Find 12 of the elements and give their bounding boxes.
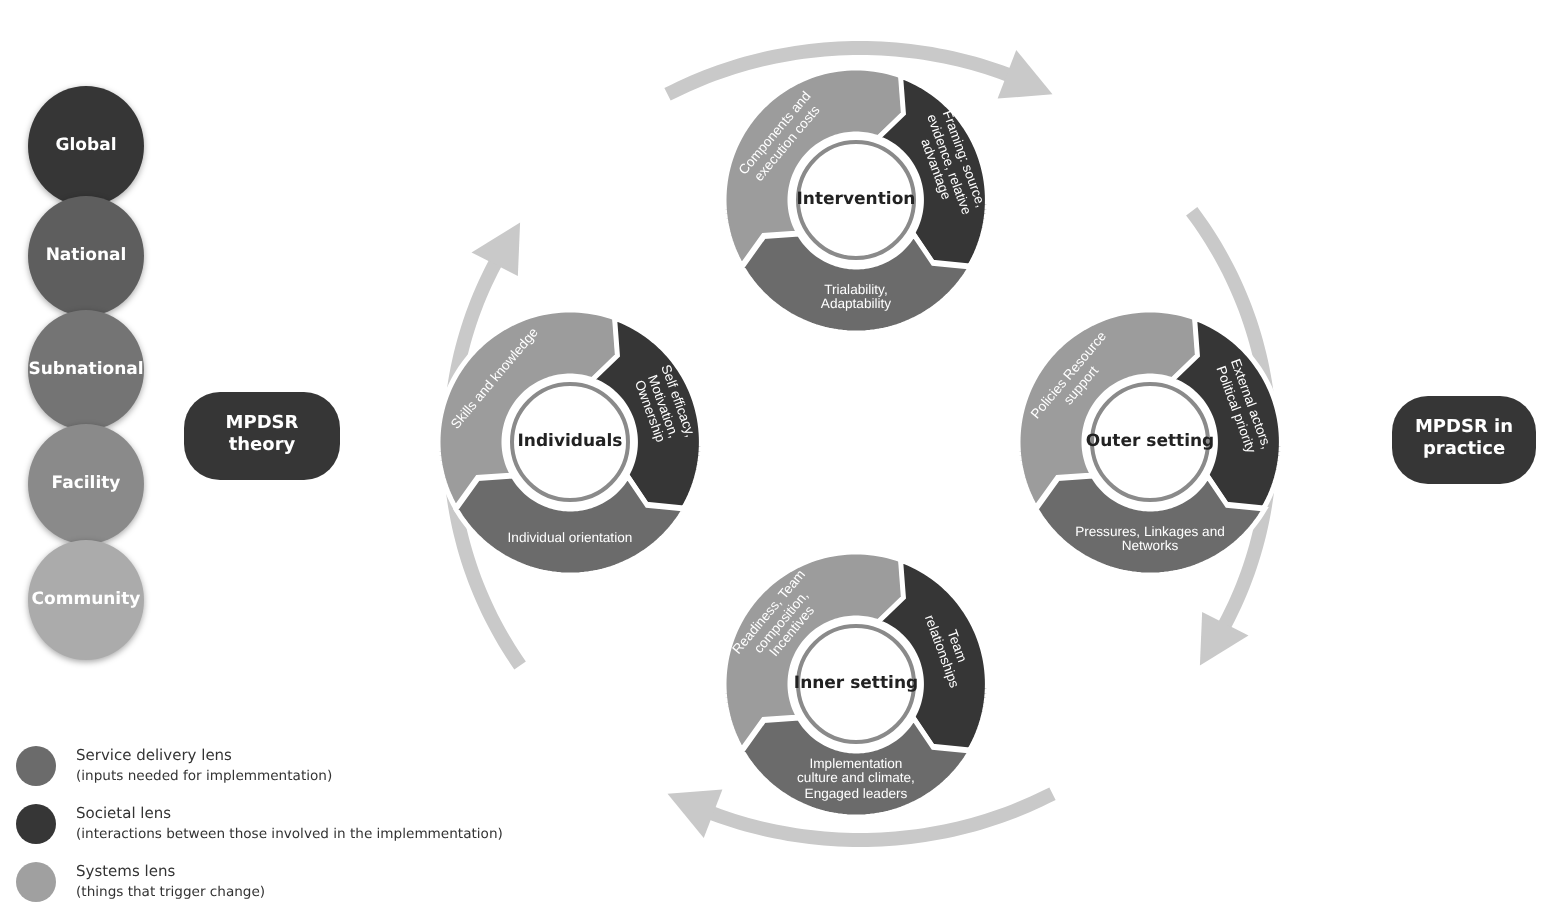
ring-segment xyxy=(455,475,685,574)
ring-segment xyxy=(438,310,618,508)
level-circle: Global xyxy=(28,86,144,206)
label-pill: MPDSR theory xyxy=(184,392,340,480)
level-circle: National xyxy=(28,196,144,316)
level-circle: Subnational xyxy=(28,310,144,430)
level-circle: Facility xyxy=(28,424,144,544)
ring-segment xyxy=(741,233,971,332)
label-pill: MPDSR in practice xyxy=(1392,396,1536,484)
ring-segment xyxy=(741,717,971,816)
level-circle: Community xyxy=(28,540,144,660)
ring-segment xyxy=(1035,475,1265,574)
